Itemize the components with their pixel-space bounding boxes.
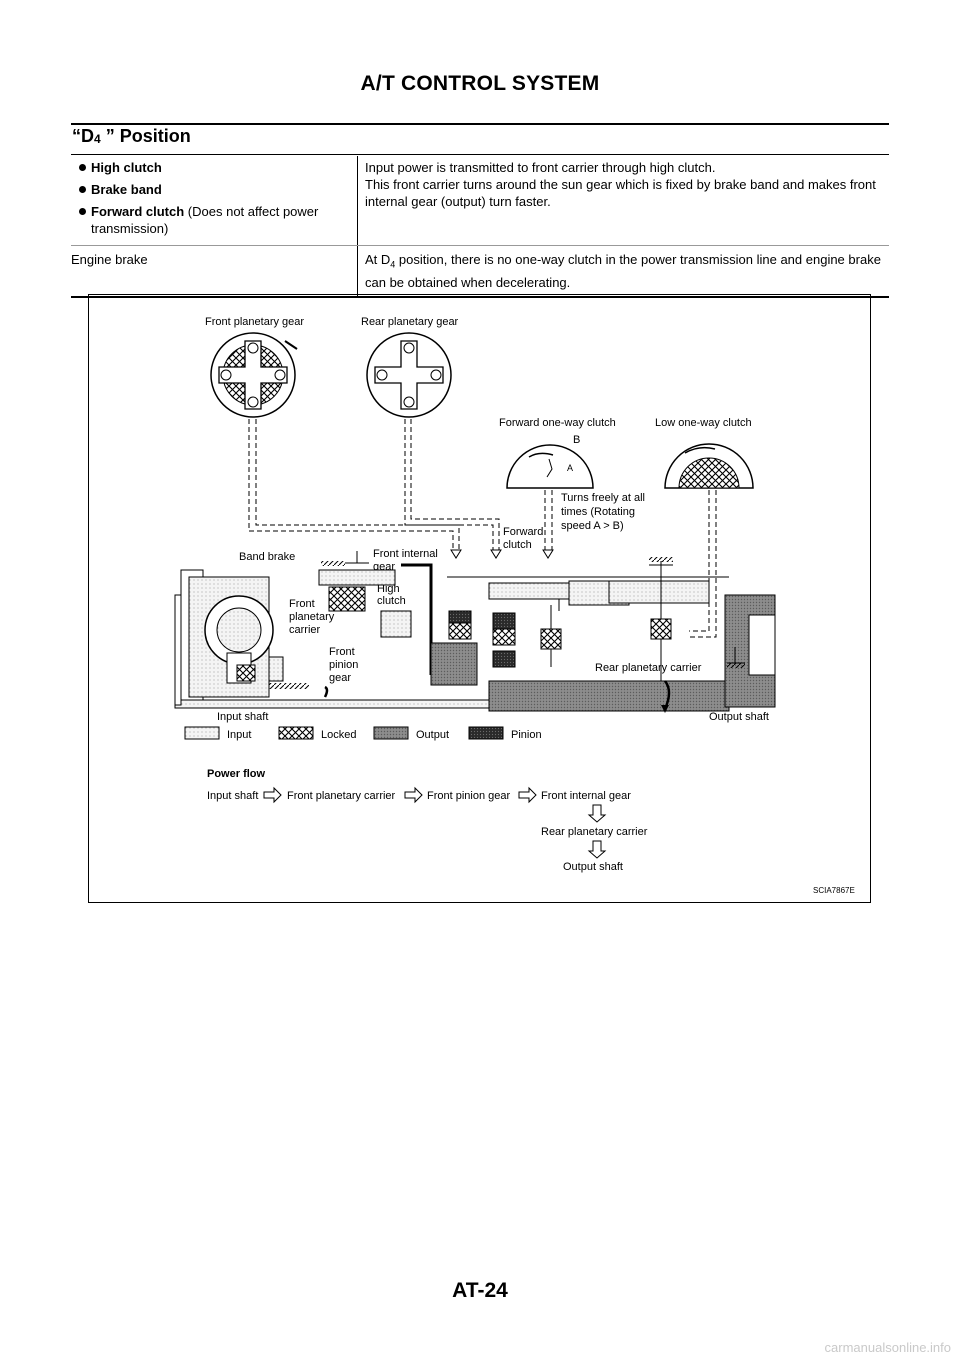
power-flow-diagram: Front planetary gear Rear planetary gear… (88, 294, 871, 903)
legend-locked-swatch (278, 726, 314, 740)
arrow-right-icon (518, 786, 537, 804)
arrow-right-icon (404, 786, 423, 804)
front-planetary-gear-label: Front planetary gear (205, 316, 304, 328)
front-pinion-gear-label: Front (329, 646, 355, 658)
transmission-cross-section (174, 551, 776, 712)
forward-one-way-clutch-label: Forward one-way clutch (499, 417, 616, 429)
forward-clutch-label-2: clutch (503, 539, 532, 551)
rear-planetary-gear-label: Rear planetary gear (361, 316, 459, 328)
power-flow-step: Rear planetary carrier (541, 826, 648, 838)
front-planetary-gear-icon (210, 332, 298, 418)
bullet-icon (79, 186, 86, 193)
low-one-way-clutch-icon (664, 443, 754, 489)
power-flow-step: Front planetary carrier (287, 790, 396, 802)
description-cell: Input power is transmitted to front carr… (357, 156, 889, 246)
legend-output-label: Output (416, 729, 449, 741)
legend: Input Locked Output Pinion (184, 726, 542, 741)
engine-brake-label: Engine brake (71, 245, 358, 298)
arrowhead-icon (661, 705, 669, 713)
connector-lines (248, 419, 717, 638)
power-flow-step: Front pinion gear (427, 790, 510, 802)
forward-clutch-label: Forward (503, 526, 543, 538)
page-number: AT-24 (452, 1279, 508, 1302)
list-item: Brake band (79, 181, 357, 198)
turns-freely-line-1: Turns freely at all (561, 492, 645, 504)
engaged-elements-cell: High clutch Brake band Forward clutch (D… (71, 156, 358, 246)
engine-brake-description: At D4 position, there is no one-way clut… (357, 245, 889, 298)
power-flow-step: Output shaft (563, 861, 623, 873)
arrow-down-icon (587, 840, 607, 859)
label-b: B (573, 434, 580, 446)
arrow-down-icon (587, 804, 607, 823)
power-flow-step: Front internal gear (541, 790, 631, 802)
list-item: Forward clutch (Does not affect power tr… (79, 203, 357, 237)
rear-planetary-carrier-label: Rear planetary carrier (595, 662, 702, 674)
front-planetary-carrier-label: Front (289, 598, 315, 610)
output-shaft-label: Output shaft (709, 711, 769, 723)
rear-planetary-gear-icon (366, 332, 452, 418)
section-title-suffix: ” Position (100, 126, 191, 146)
list-item: High clutch (79, 159, 357, 176)
legend-input-swatch (184, 726, 220, 740)
front-planetary-carrier-label-3: carrier (289, 624, 321, 636)
front-internal-gear-label: Front internal (373, 548, 438, 560)
front-planetary-carrier-label-2: planetary (289, 611, 335, 623)
item-label: High clutch (91, 160, 162, 175)
forward-one-way-clutch-icon (506, 444, 594, 489)
label-a: A (567, 463, 573, 473)
section-title: “D4 ” Position (72, 126, 191, 147)
input-shaft-label: Input shaft (217, 711, 268, 723)
item-label: Brake band (91, 182, 162, 197)
legend-input-label: Input (227, 729, 251, 741)
operation-table: High clutch Brake band Forward clutch (D… (71, 156, 889, 298)
legend-output-swatch (373, 726, 409, 740)
section-title-subscript: 4 (94, 132, 101, 146)
item-label: Forward clutch (91, 204, 185, 219)
connector-arrowheads (450, 549, 554, 559)
turns-freely-line-3: speed A > B) (561, 520, 624, 532)
diagram-canvas: Front planetary gear Rear planetary gear… (174, 316, 855, 895)
bullet-icon (79, 164, 86, 171)
turns-freely-line-2: times (Rotating (561, 506, 635, 518)
section-title-prefix: “D (72, 126, 94, 146)
low-one-way-clutch-label: Low one-way clutch (655, 417, 752, 429)
front-pinion-gear-label-3: gear (329, 672, 351, 684)
legend-pinion-label: Pinion (511, 729, 542, 741)
front-pinion-gear-label-2: pinion (329, 659, 358, 671)
figure-code: SCIA7867E (813, 886, 855, 895)
power-flow-step: Input shaft (207, 790, 258, 802)
legend-locked-label: Locked (321, 729, 356, 741)
header-rule (71, 123, 889, 125)
bullet-icon (79, 208, 86, 215)
table-row: Engine brake At D4 position, there is no… (71, 245, 889, 298)
band-brake-label: Band brake (239, 551, 295, 563)
arrow-right-icon (263, 786, 282, 804)
rotation-arrow-icon (323, 685, 329, 698)
legend-pinion-swatch (468, 726, 504, 740)
power-flow-title: Power flow (207, 768, 266, 780)
section-rule (71, 154, 889, 155)
high-clutch-label: High (377, 583, 400, 595)
watermark: carmanualsonline.info (824, 1340, 951, 1355)
page-title: A/T CONTROL SYSTEM (360, 72, 600, 95)
table-row: High clutch Brake band Forward clutch (D… (71, 156, 889, 246)
high-clutch-label-2: clutch (377, 595, 406, 607)
item-note: (Does not affect power transmission) (91, 204, 319, 236)
